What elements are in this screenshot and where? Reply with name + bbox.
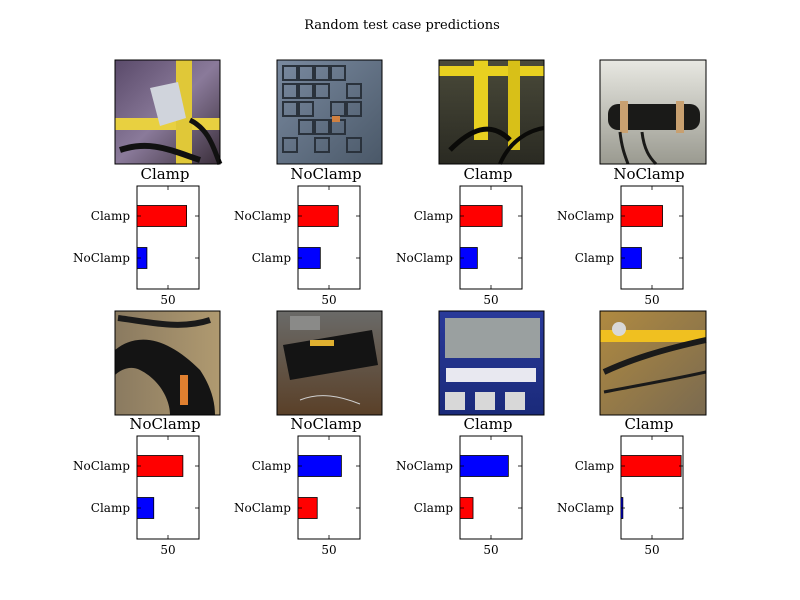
photo-black-hose-close-up <box>114 310 221 416</box>
figure-title: Random test case predictions <box>304 18 500 33</box>
category-label: NoClamp <box>73 251 130 265</box>
category-label: NoClamp <box>557 209 614 223</box>
category-label: NoClamp <box>234 501 291 515</box>
bar <box>297 205 339 227</box>
photo-black-hose-with-clamp <box>599 59 707 166</box>
bar <box>459 205 503 227</box>
true-label: NoClamp <box>290 165 361 183</box>
category-label: Clamp <box>414 209 454 223</box>
category-label: Clamp <box>91 209 131 223</box>
bar <box>459 455 509 477</box>
category-label: NoClamp <box>396 459 453 473</box>
axes-frame <box>297 435 361 540</box>
photo-black-hose-on-machine <box>276 310 383 416</box>
x-tick-label: 50 <box>160 293 175 307</box>
photo-grey-plastic-grid-parts <box>276 59 383 165</box>
axes-frame <box>136 185 200 290</box>
photo-yellow-machine-with-hose <box>599 310 707 416</box>
category-label: Clamp <box>252 251 292 265</box>
category-label: NoClamp <box>73 459 130 473</box>
axes-frame <box>136 435 200 540</box>
photo-clamp-bracket-on-yellow-pipe <box>114 59 223 165</box>
photo-blue-display-panel <box>438 310 545 416</box>
category-label: Clamp <box>91 501 131 515</box>
bar <box>620 455 682 477</box>
axes-frame <box>459 185 523 290</box>
axes-frame <box>620 185 684 290</box>
x-tick-label: 50 <box>644 293 659 307</box>
bar <box>620 205 663 227</box>
x-tick-label: 50 <box>644 543 659 557</box>
x-tick-label: 50 <box>321 543 336 557</box>
photo-yellow-frame-with-hoses <box>438 59 545 165</box>
category-label: Clamp <box>414 501 454 515</box>
x-tick-label: 50 <box>483 543 498 557</box>
true-label: NoClamp <box>290 415 361 433</box>
x-tick-label: 50 <box>160 543 175 557</box>
true-label: NoClamp <box>613 165 684 183</box>
true-label: Clamp <box>463 165 512 183</box>
axes-frame <box>620 435 684 540</box>
true-label: Clamp <box>140 165 189 183</box>
bar <box>297 455 342 477</box>
category-label: NoClamp <box>557 501 614 515</box>
axes-frame <box>297 185 361 290</box>
true-label: Clamp <box>463 415 512 433</box>
category-label: NoClamp <box>396 251 453 265</box>
true-label: NoClamp <box>129 415 200 433</box>
bar <box>136 205 187 227</box>
true-label: Clamp <box>624 415 673 433</box>
category-label: Clamp <box>252 459 292 473</box>
bar <box>136 455 184 477</box>
axes-frame <box>459 435 523 540</box>
category-label: NoClamp <box>234 209 291 223</box>
category-label: Clamp <box>575 459 615 473</box>
x-tick-label: 50 <box>483 293 498 307</box>
x-tick-label: 50 <box>321 293 336 307</box>
category-label: Clamp <box>575 251 615 265</box>
